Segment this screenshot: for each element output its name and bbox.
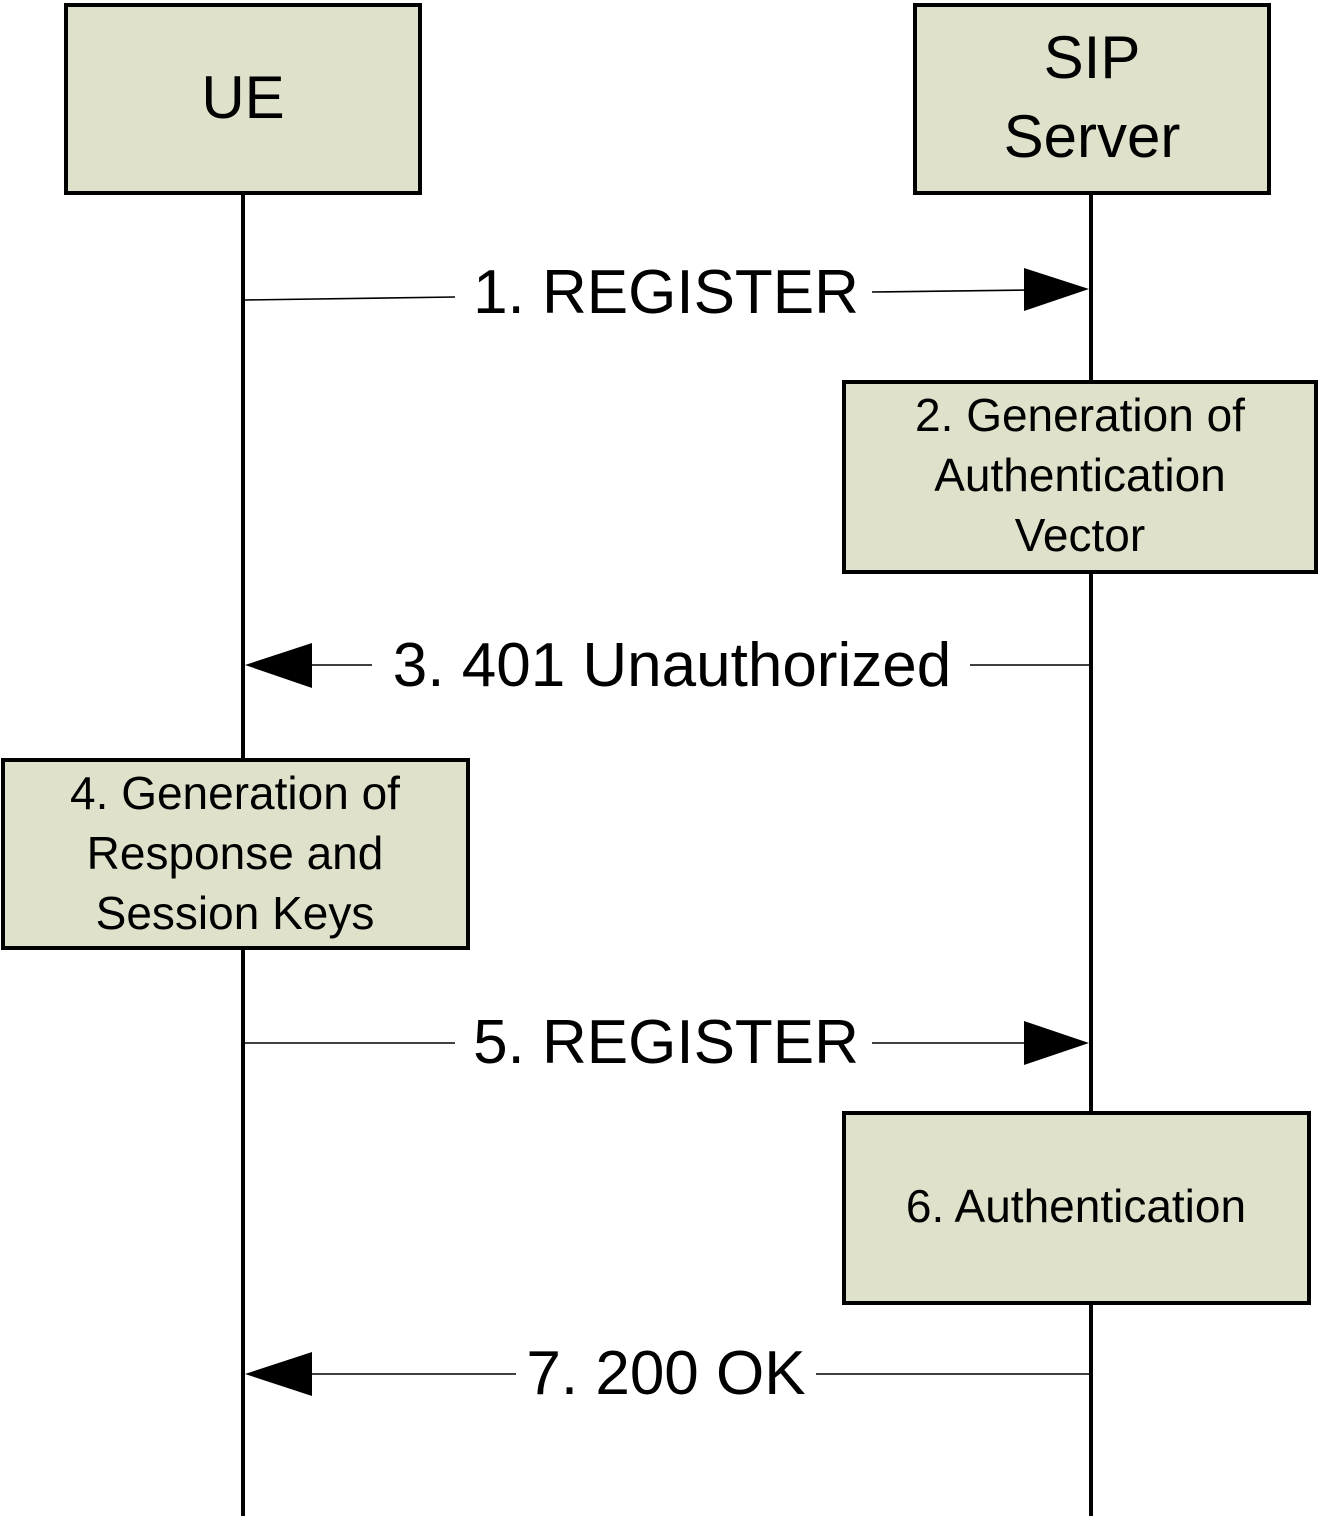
arrowhead-left-icon bbox=[245, 643, 312, 688]
message-5-register: 5. REGISTER bbox=[245, 1008, 1089, 1077]
arrowhead-right-icon bbox=[1024, 268, 1089, 311]
sip-server-label-line2: Server bbox=[1004, 103, 1181, 170]
message-1-label: 1. REGISTER bbox=[473, 258, 859, 327]
sip-server-participant: SIP Server bbox=[913, 3, 1271, 195]
note-4-line1: 4. Generation of bbox=[70, 767, 400, 819]
note-2-line1: 2. Generation of bbox=[915, 389, 1245, 441]
note-generation-response-keys: 4. Generation of Response and Session Ke… bbox=[1, 758, 470, 950]
note-authentication: 6. Authentication bbox=[842, 1111, 1311, 1305]
message-7-label: 7. 200 OK bbox=[526, 1339, 805, 1408]
message-7-200-ok: 7. 200 OK bbox=[245, 1339, 1089, 1408]
note-generation-auth-vector: 2. Generation of Authentication Vector bbox=[842, 380, 1318, 574]
note-4-line3: Session Keys bbox=[96, 887, 375, 939]
note-6-line1: 6. Authentication bbox=[906, 1180, 1246, 1232]
arrowhead-left-icon bbox=[245, 1352, 312, 1396]
ue-participant: UE bbox=[64, 3, 422, 195]
ue-label: UE bbox=[201, 64, 284, 131]
message-3-label: 3. 401 Unauthorized bbox=[393, 631, 951, 700]
note-4-line2: Response and bbox=[87, 827, 384, 879]
message-1-register: 1. REGISTER bbox=[244, 258, 1089, 327]
arrowhead-right-icon bbox=[1024, 1021, 1089, 1065]
sip-server-label-line1: SIP bbox=[1044, 24, 1141, 91]
note-2-line3: Vector bbox=[1015, 509, 1145, 561]
note-2-line2: Authentication bbox=[934, 449, 1226, 501]
message-5-label: 5. REGISTER bbox=[473, 1008, 859, 1077]
message-3-401-unauthorized: 3. 401 Unauthorized bbox=[245, 631, 1089, 700]
